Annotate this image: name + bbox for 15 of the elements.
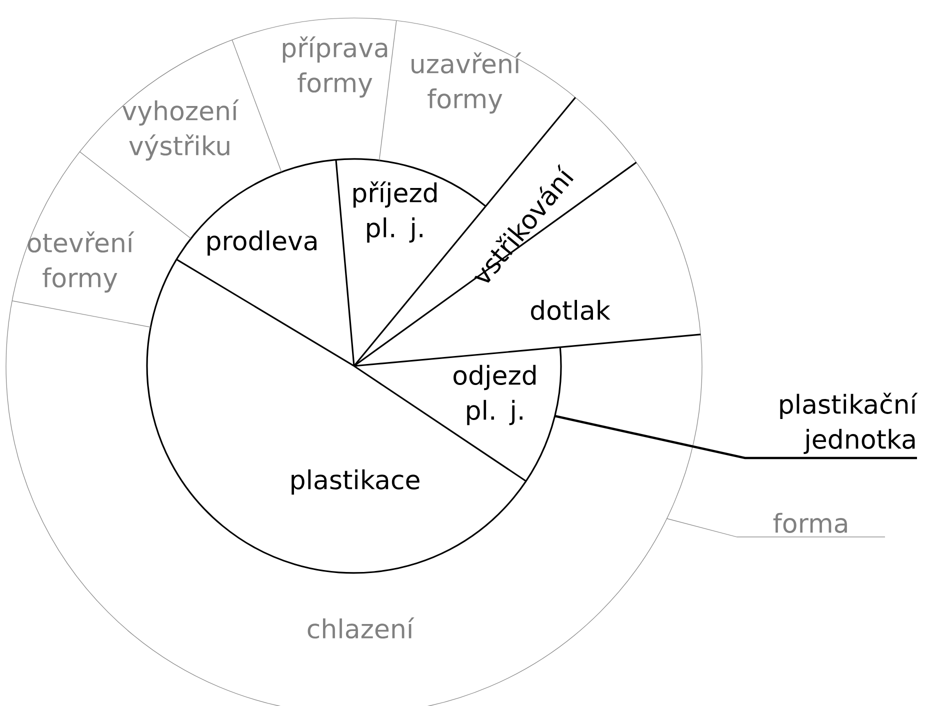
leader-line — [666, 518, 886, 538]
sector-label: otevření formy — [28, 231, 134, 293]
leader-line — [554, 414, 917, 460]
sector-label: prodleva — [208, 230, 316, 256]
part-label: plastikační jednotka — [780, 392, 918, 454]
sector-label: chlazení — [308, 617, 414, 639]
part-label: forma — [773, 512, 847, 533]
sector-label: příprava formy — [282, 36, 388, 98]
sector-label: dotlak — [531, 300, 610, 320]
sector-label: příjezd pl. j. — [353, 181, 437, 243]
outer-ring — [6, 18, 702, 706]
sector-label: odjezd pl. j. — [454, 364, 536, 426]
sector-label: vyhození výstřiku — [122, 99, 239, 161]
sector-label: plastikace — [292, 469, 420, 495]
sector-label: uzavření formy — [412, 52, 522, 114]
